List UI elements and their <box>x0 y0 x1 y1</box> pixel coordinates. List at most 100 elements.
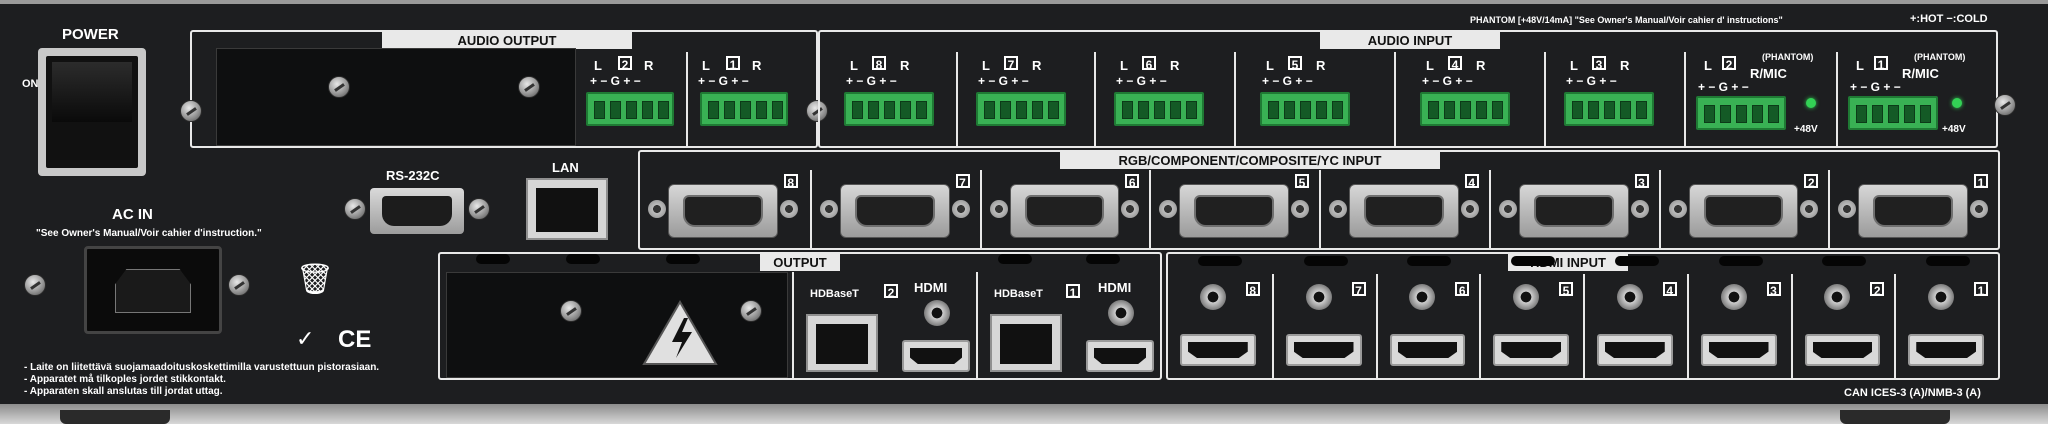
hdmi-input-port-1[interactable] <box>1908 334 1984 366</box>
vent-stripe <box>998 254 1032 264</box>
rgb-input-port-6[interactable] <box>1009 184 1120 238</box>
audio-output-blank-plate <box>216 48 576 146</box>
hdmi-input-port-8[interactable] <box>1180 334 1256 366</box>
channel-left-label: L <box>1266 58 1274 73</box>
hdmi-input-cell-6: 6 <box>1375 256 1480 378</box>
hdmi-input-port-7[interactable] <box>1285 334 1362 366</box>
channel-left-label: L <box>1120 58 1128 73</box>
ac-in-label: AC IN <box>112 206 153 223</box>
hex-screw-icon <box>1668 200 1687 218</box>
vent-stripe <box>1197 256 1242 266</box>
bnc-icon <box>1513 284 1540 310</box>
hex-screw-icon <box>1838 200 1857 218</box>
hdmi-input-port-2[interactable] <box>1804 334 1881 366</box>
vent-stripe <box>566 254 600 264</box>
rgb-input-port-7[interactable] <box>839 184 950 238</box>
power-switch[interactable] <box>46 56 138 168</box>
screw-icon <box>806 100 828 122</box>
hazard-icon <box>640 298 720 368</box>
hex-screw-icon <box>989 200 1008 218</box>
rgb-input-port-2[interactable] <box>1688 184 1799 238</box>
hdmi-input-port-4[interactable] <box>1597 334 1673 366</box>
audio-input-terminal-2[interactable] <box>1696 96 1786 130</box>
screw-icon <box>228 274 250 296</box>
hdmi-input-number: 4 <box>1662 282 1677 298</box>
warning-line: - Laite on liitettävä suojamaadoituskosk… <box>24 362 380 373</box>
ac-inlet-socket <box>115 269 191 313</box>
rgb-input-port-1[interactable] <box>1858 184 1968 238</box>
hex-screw-icon <box>779 200 798 218</box>
rs232c-port[interactable] <box>370 188 464 234</box>
vent-stripe <box>1086 254 1120 264</box>
channel-right-label: R <box>900 58 910 73</box>
channel-right-label: R <box>1476 58 1486 73</box>
ac-inlet[interactable] <box>84 246 222 334</box>
channel-right-label: R <box>644 58 654 73</box>
lan-socket <box>536 188 598 232</box>
channel-right-label: R/MIC <box>1750 66 1787 81</box>
rgb-input-number: 1 <box>1974 174 1988 190</box>
rgb-input-port-4[interactable] <box>1349 184 1459 238</box>
warning-text: - Laite on liitettävä suojamaadoituskosk… <box>24 362 379 398</box>
vent-stripe <box>1511 256 1556 266</box>
compliance-label: CAN ICES-3 (A)/NMB-3 (A) <box>1844 387 1981 399</box>
hdmi-output-1[interactable] <box>1086 340 1154 372</box>
audio-input-channel-8: L 8 R + − G + − <box>820 52 956 148</box>
bnc-icon <box>1928 284 1955 310</box>
chassis-bottom <box>0 404 2048 424</box>
hdmi-input-port-5[interactable] <box>1493 334 1569 366</box>
audio-output-channel-2: L 2 R + − G + − <box>582 52 682 148</box>
hdmi-input-cell-4: 4 <box>1583 256 1687 378</box>
rgb-input-port-5[interactable] <box>1179 184 1289 238</box>
lan-port[interactable] <box>526 178 608 240</box>
channel-right-label: R <box>1032 58 1042 73</box>
rgb-input-cell-1: 1 <box>1828 170 1998 248</box>
hdbaset-output-2[interactable] <box>806 314 878 372</box>
hex-screw-icon <box>819 200 838 218</box>
vent-stripe <box>1407 256 1452 266</box>
audio-input-row: L 8 R + − G + − L 7 R + − G + − L 6 R + … <box>820 52 1996 148</box>
channel-left-label: L <box>1856 58 1864 73</box>
audio-input-terminal-4[interactable] <box>1420 92 1510 126</box>
channel-polarity: + − G + − <box>1422 74 1473 88</box>
bnc-icon <box>1824 284 1851 310</box>
rgb-input-cell-8: 8 <box>640 170 810 248</box>
audio-input-terminal-7[interactable] <box>976 92 1066 126</box>
hdbaset-label: HDBaseT <box>810 288 859 300</box>
screw-icon <box>740 300 762 322</box>
output-number: 2 <box>884 284 898 300</box>
audio-input-channel-2: L 2 (PHANTOM) R/MIC + − G + − +48V <box>1684 52 1836 148</box>
audio-input-channel-7: L 7 R + − G + − <box>956 52 1094 148</box>
hdmi-input-port-6[interactable] <box>1389 334 1466 366</box>
hdmi-input-number: 2 <box>1870 282 1885 298</box>
screw-icon <box>468 198 490 220</box>
hdmi-input-number: 1 <box>1974 282 1988 298</box>
audio-input-terminal-1[interactable] <box>1848 96 1938 130</box>
audio-input-terminal-5[interactable] <box>1260 92 1350 126</box>
rubber-foot <box>60 410 170 424</box>
screw-icon <box>560 300 582 322</box>
hex-screw-icon <box>1460 200 1479 218</box>
hdmi-input-port-3[interactable] <box>1700 334 1777 366</box>
phantom-led-icon <box>1952 98 1962 108</box>
output-bnc-icon <box>924 300 950 326</box>
rgb-input-port-3[interactable] <box>1518 184 1629 238</box>
hdmi-input-number: 6 <box>1455 282 1470 298</box>
hex-screw-icon <box>1498 200 1517 218</box>
hdbaset-output-1[interactable] <box>990 314 1062 372</box>
hex-screw-icon <box>1630 200 1649 218</box>
audio-output-terminal-1[interactable] <box>700 92 788 126</box>
power-switch-bezel <box>38 48 146 176</box>
audio-input-terminal-8[interactable] <box>844 92 934 126</box>
audio-input-terminal-3[interactable] <box>1564 92 1654 126</box>
screw-icon <box>344 198 366 220</box>
hex-screw-icon <box>1329 200 1347 218</box>
rcm-mark-icon: ✓ <box>296 326 315 351</box>
warning-line: - Apparaten skall anslutas till jordat u… <box>24 386 223 397</box>
channel-polarity: + − G + − <box>846 74 897 88</box>
audio-output-terminal-2[interactable] <box>586 92 674 126</box>
rgb-input-port-8[interactable] <box>668 184 778 238</box>
audio-input-terminal-6[interactable] <box>1114 92 1204 126</box>
hdbaset-label: HDBaseT <box>994 288 1043 300</box>
hdmi-output-2[interactable] <box>902 340 970 372</box>
